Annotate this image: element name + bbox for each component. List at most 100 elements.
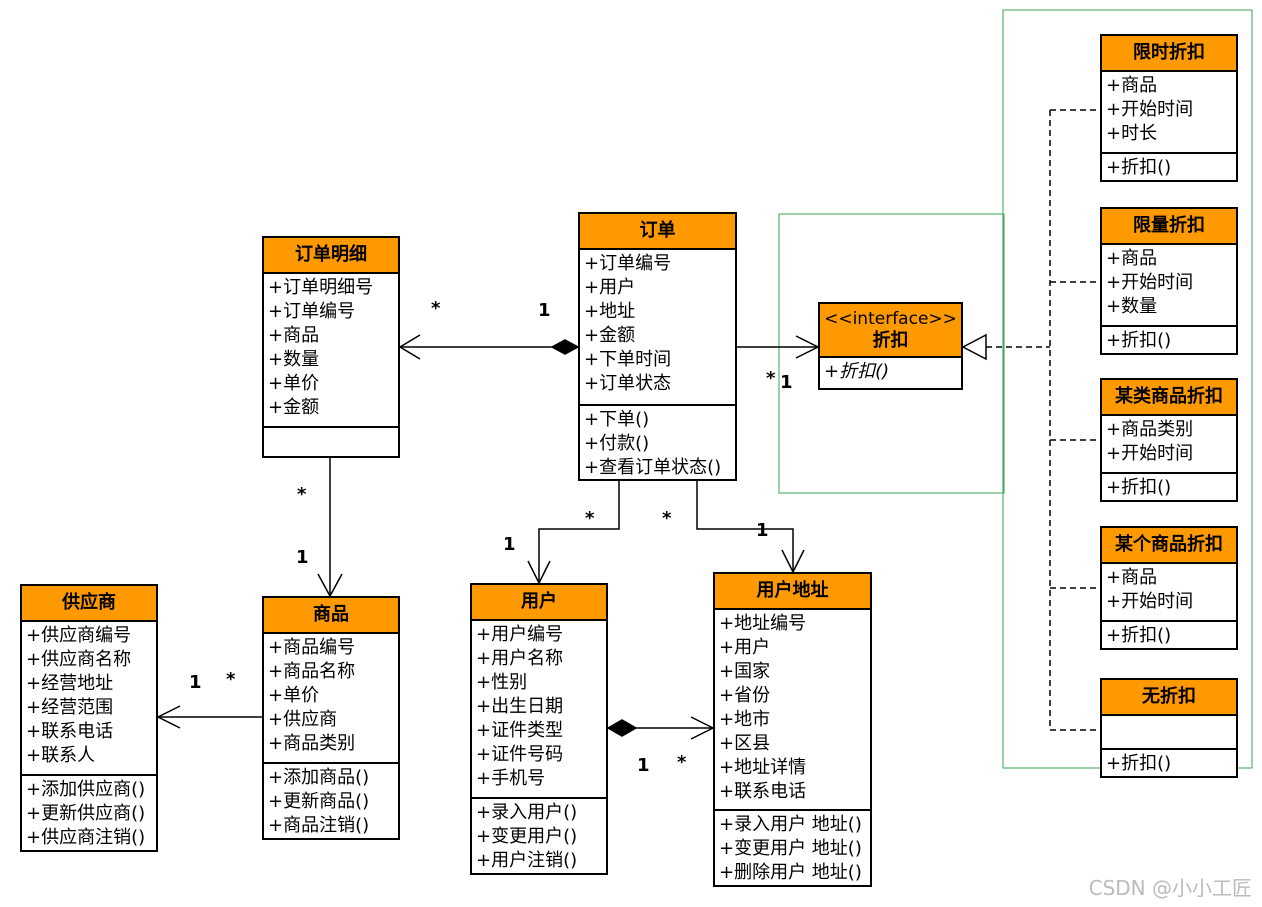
mult-detail-star: *	[431, 298, 441, 319]
attributes: +用户编号+用户名称+性别+出生日期+证件类型+证件号码+手机号	[472, 621, 606, 797]
realization-lines	[986, 109, 1100, 731]
attribute: +商品	[1106, 248, 1158, 269]
attribute: +订单编号	[268, 301, 356, 322]
method: +添加供应商()	[26, 779, 146, 800]
method: +折扣()	[1106, 625, 1172, 646]
attribute: +商品	[1106, 75, 1158, 96]
methods: +添加供应商() +更新供应商() +供应商注销()	[22, 774, 156, 852]
class-time-discount[interactable]: 限时折扣 +商品+开始时间+时长 +折扣()	[1100, 34, 1238, 182]
methods: +添加商品()+更新商品()+商品注销()	[264, 762, 398, 840]
attribute: +出生日期	[476, 696, 564, 717]
class-name: 供应商	[22, 586, 156, 622]
association-order-discount	[737, 335, 820, 359]
attributes: +订单编号+用户+地址+金额+下单时间+订单状态	[580, 250, 735, 404]
mult-user-address-star: *	[677, 752, 687, 773]
attribute: +商品	[268, 325, 320, 346]
attributes: +商品编号+商品名称+单价+供应商+商品类别	[264, 634, 398, 762]
attribute: +下单时间	[584, 349, 672, 370]
attribute: +单价	[268, 373, 320, 394]
attribute: +手机号	[476, 768, 546, 789]
association-product-supplier	[156, 705, 262, 729]
attribute: +时长	[1106, 123, 1158, 144]
class-user-address[interactable]: 用户地址 +地址编号+用户+国家+省份+地市+区县+地址详情+联系电话 +录入用…	[713, 572, 872, 887]
attributes: +商品 +开始时间 +时长	[1102, 72, 1236, 152]
method: +变更用户 地址()	[719, 838, 862, 859]
class-order[interactable]: 订单 +订单编号+用户+地址+金额+下单时间+订单状态 +下单()+付款()+查…	[578, 212, 737, 481]
class-discount-interface[interactable]: <<interface>> 折扣 +折扣()	[818, 302, 963, 390]
methods-empty	[264, 426, 398, 456]
attribute: +地址	[584, 301, 636, 322]
class-order-detail[interactable]: 订单明细 +订单明细号+订单编号+商品+数量+单价+金额	[262, 236, 400, 458]
mult-detail-product-one: 1	[296, 547, 309, 568]
attributes-empty	[1102, 716, 1236, 748]
attribute: +数量	[268, 349, 320, 370]
method: +商品注销()	[268, 815, 370, 836]
class-quantity-discount[interactable]: 限量折扣 +商品+开始时间+数量 +折扣()	[1100, 207, 1238, 355]
watermark: CSDN @小小工匠	[1088, 876, 1252, 900]
mult-order-user-star: *	[585, 508, 595, 529]
attribute: +经营范围	[26, 697, 114, 718]
method: +更新供应商()	[26, 803, 146, 824]
class-single-product-discount[interactable]: 某个商品折扣 +商品+开始时间 +折扣()	[1100, 526, 1238, 650]
attribute: +国家	[719, 661, 771, 682]
method: +录入用户 地址()	[719, 814, 862, 835]
attribute: +证件类型	[476, 720, 564, 741]
attributes: +商品+开始时间	[1102, 564, 1236, 620]
association-order-address	[696, 480, 805, 574]
attribute: +供应商名称	[26, 649, 132, 670]
mult-supplier-one: 1	[189, 672, 202, 693]
method: +用户注销()	[476, 850, 578, 871]
attribute: +开始时间	[1106, 99, 1194, 120]
class-name: 某类商品折扣	[1102, 380, 1236, 416]
attribute: +联系电话	[26, 721, 114, 742]
methods: +录入用户 地址() +变更用户 地址() +删除用户 地址()	[715, 809, 870, 887]
class-name: 某个商品折扣	[1102, 528, 1236, 564]
mult-discount-one: 1	[780, 372, 793, 393]
interface-highlight-frame	[778, 213, 1005, 494]
method: +删除用户 地址()	[719, 862, 862, 883]
attribute: +开始时间	[1106, 272, 1194, 293]
methods: +折扣()	[1102, 748, 1236, 778]
attribute: +区县	[719, 733, 771, 754]
method: +供应商注销()	[26, 827, 146, 848]
mult-order-user-one: 1	[503, 534, 516, 555]
composition-user-address	[606, 716, 715, 740]
method: +折扣()	[1106, 330, 1172, 351]
class-product[interactable]: 商品 +商品编号+商品名称+单价+供应商+商品类别 +添加商品()+更新商品()…	[262, 596, 400, 840]
methods: +折扣()	[820, 358, 961, 386]
attribute: +订单编号	[584, 253, 672, 274]
attribute: +数量	[1106, 296, 1158, 317]
class-no-discount[interactable]: 无折扣 +折扣()	[1100, 678, 1238, 778]
interface-name: 折扣	[872, 330, 909, 351]
attributes: +商品 +开始时间 +数量	[1102, 245, 1236, 325]
attribute: +商品	[1106, 567, 1158, 588]
attribute: +联系人	[26, 745, 96, 766]
attribute: +供应商	[268, 709, 338, 730]
class-name: 订单	[580, 214, 735, 250]
mult-supplier-star: *	[226, 669, 236, 690]
methods: +下单()+付款()+查看订单状态()	[580, 404, 735, 482]
method: +录入用户()	[476, 802, 578, 823]
class-user[interactable]: 用户 +用户编号+用户名称+性别+出生日期+证件类型+证件号码+手机号 +录入用…	[470, 583, 608, 875]
class-name: 订单明细	[264, 238, 398, 274]
attribute: +商品编号	[268, 637, 356, 658]
methods: +折扣()	[1102, 325, 1236, 355]
methods: +折扣()	[1102, 152, 1236, 182]
mult-detail-product-star: *	[297, 484, 307, 505]
method: +付款()	[584, 433, 650, 454]
attribute: +商品名称	[268, 661, 356, 682]
attributes: +商品类别+开始时间	[1102, 416, 1236, 472]
attribute: +开始时间	[1106, 443, 1194, 464]
method: +查看订单状态()	[584, 457, 722, 478]
class-category-discount[interactable]: 某类商品折扣 +商品类别+开始时间 +折扣()	[1100, 378, 1238, 502]
attribute: +订单状态	[584, 373, 672, 394]
attribute: +证件号码	[476, 744, 564, 765]
method: +更新商品()	[268, 791, 370, 812]
method: +折扣()	[824, 361, 890, 382]
attribute: +省份	[719, 685, 771, 706]
methods: +录入用户()+变更用户()+用户注销()	[472, 797, 606, 875]
class-name: 无折扣	[1102, 680, 1236, 716]
class-supplier[interactable]: 供应商 +供应商编号+供应商名称+经营地址+经营范围+联系电话+联系人 +添加供…	[20, 584, 158, 852]
association-detail-product	[317, 457, 343, 598]
